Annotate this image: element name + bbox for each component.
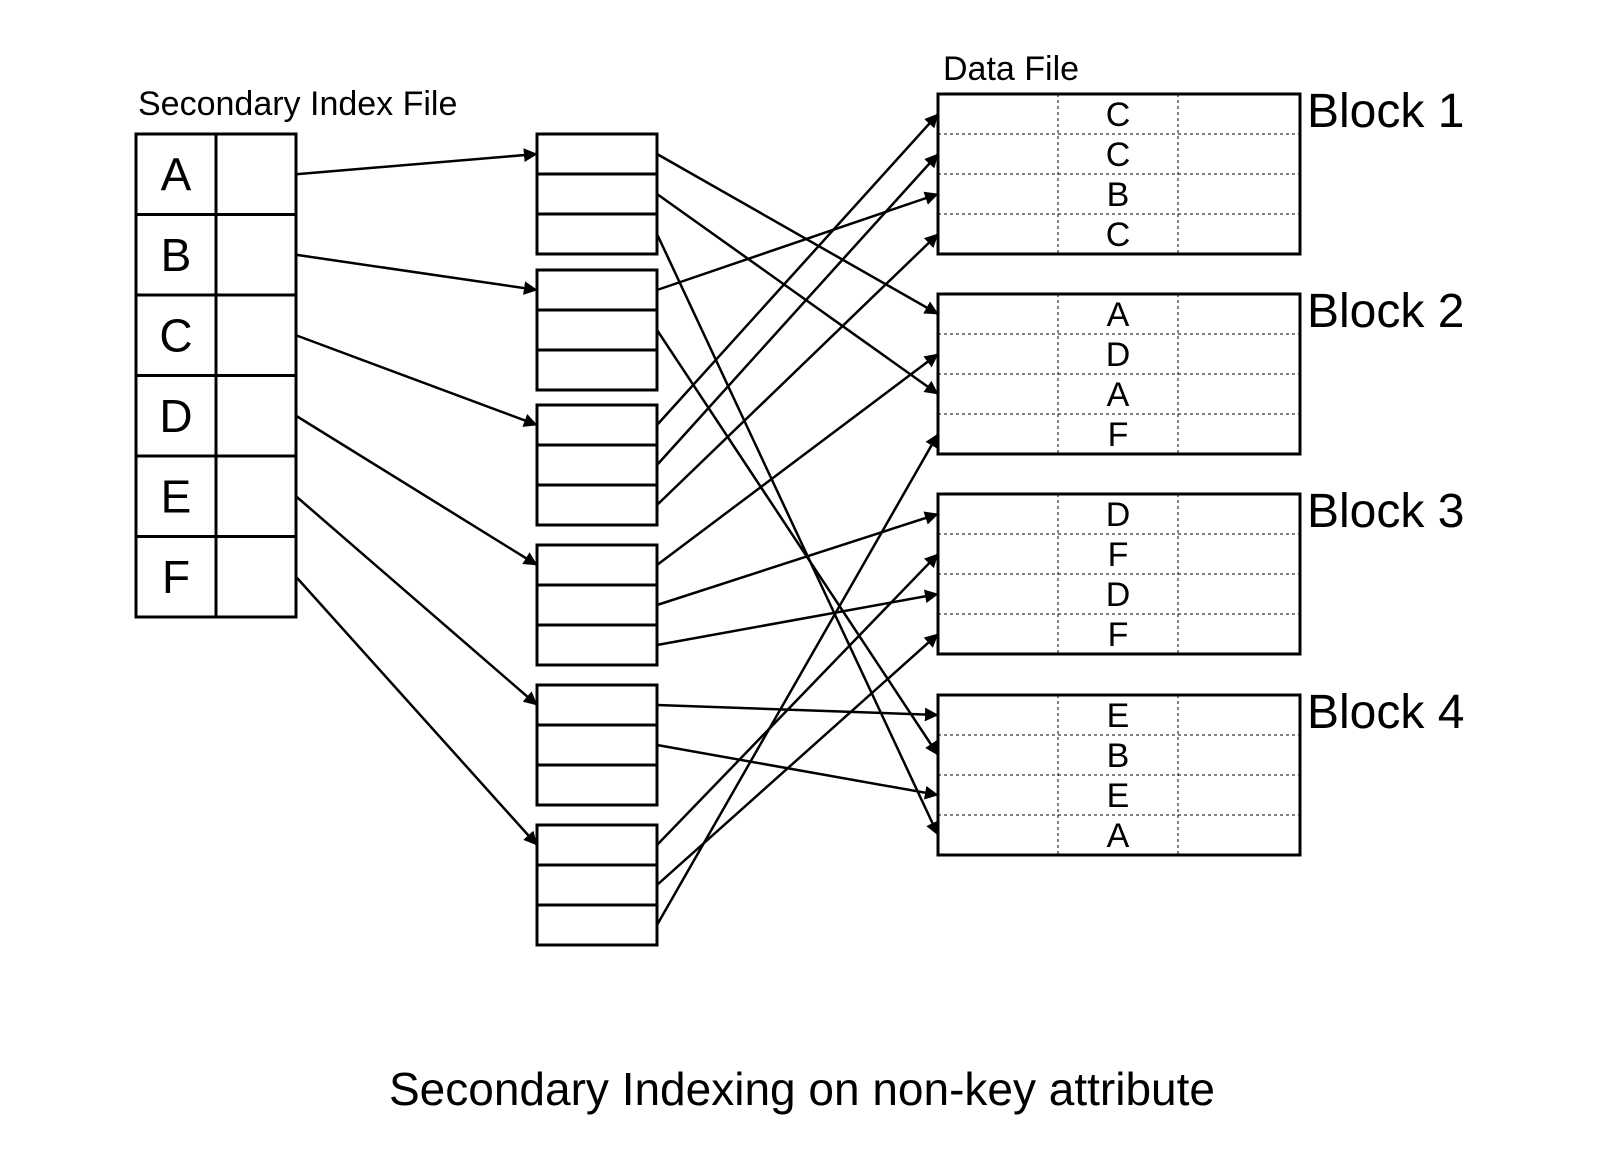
- pointer-buckets: [535, 132, 659, 947]
- record-key-b: B: [1107, 737, 1130, 775]
- index-pointer-arrow-e: [295, 495, 538, 706]
- record-key-d: D: [1106, 496, 1131, 534]
- record-pointer-arrow: [656, 233, 939, 506]
- bucket-5: [535, 683, 659, 807]
- bucket-6: [535, 823, 659, 947]
- index-pointer-arrow-a: [295, 148, 538, 176]
- record-pointer-arrow: [656, 511, 939, 607]
- record-pointer-arrow: [656, 703, 939, 722]
- bucket-frame: [535, 132, 659, 256]
- record-pointer-arrow: [655, 433, 940, 926]
- bucket-3: [535, 403, 659, 527]
- record-key-b: B: [1107, 176, 1130, 214]
- bucket-frame: [535, 268, 659, 392]
- record-key-e: E: [1107, 697, 1130, 735]
- pointer-arrows: [295, 113, 940, 926]
- index-key-e: E: [161, 470, 192, 522]
- block-label: Block 4: [1307, 686, 1464, 739]
- block-label: Block 3: [1307, 485, 1464, 538]
- index-file-title: Secondary Index File: [138, 85, 457, 123]
- bucket-2: [535, 268, 659, 392]
- index-pointer-arrow-c: [295, 334, 538, 427]
- block-label: Block 1: [1307, 85, 1464, 138]
- index-key-c: C: [159, 309, 192, 361]
- record-key-c: C: [1106, 216, 1131, 254]
- record-key-c: C: [1106, 96, 1131, 134]
- record-pointer-arrow: [656, 113, 939, 426]
- index-key-a: A: [161, 148, 192, 200]
- bucket-frame: [535, 403, 659, 527]
- bucket-frame: [535, 683, 659, 807]
- record-pointer-arrow: [656, 152, 939, 316]
- record-pointer-arrow: [656, 191, 939, 292]
- index-pointer-arrow-f: [295, 575, 538, 846]
- record-pointer-arrow: [655, 329, 940, 756]
- record-key-d: D: [1106, 336, 1131, 374]
- record-key-a: A: [1107, 817, 1130, 855]
- record-pointer-arrow: [656, 589, 939, 647]
- record-key-a: A: [1107, 296, 1130, 334]
- bucket-frame: [535, 543, 659, 667]
- record-pointer-arrow: [656, 353, 939, 566]
- record-key-f: F: [1108, 416, 1129, 454]
- record-key-c: C: [1106, 136, 1131, 174]
- bucket-1: [535, 132, 659, 256]
- record-key-e: E: [1107, 777, 1130, 815]
- record-pointer-arrow: [655, 233, 940, 836]
- data-file-title: Data File: [943, 50, 1079, 88]
- record-key-d: D: [1106, 576, 1131, 614]
- record-pointer-arrow: [656, 553, 939, 846]
- record-key-a: A: [1107, 376, 1130, 414]
- index-key-f: F: [162, 551, 190, 603]
- bucket-4: [535, 543, 659, 667]
- bucket-frame: [535, 823, 659, 947]
- index-key-b: B: [161, 229, 192, 281]
- record-key-f: F: [1108, 536, 1129, 574]
- index-key-d: D: [159, 390, 192, 442]
- diagram-caption: Secondary Indexing on non-key attribute: [389, 1063, 1215, 1115]
- block-label: Block 2: [1307, 285, 1464, 338]
- index-pointer-arrow-d: [295, 414, 538, 567]
- record-pointer-arrow: [656, 153, 939, 466]
- record-pointer-arrow: [656, 192, 939, 396]
- record-pointer-arrow: [656, 633, 939, 886]
- record-key-f: F: [1108, 616, 1129, 654]
- record-pointer-arrow: [656, 743, 939, 800]
- index-pointer-arrow-b: [295, 253, 538, 295]
